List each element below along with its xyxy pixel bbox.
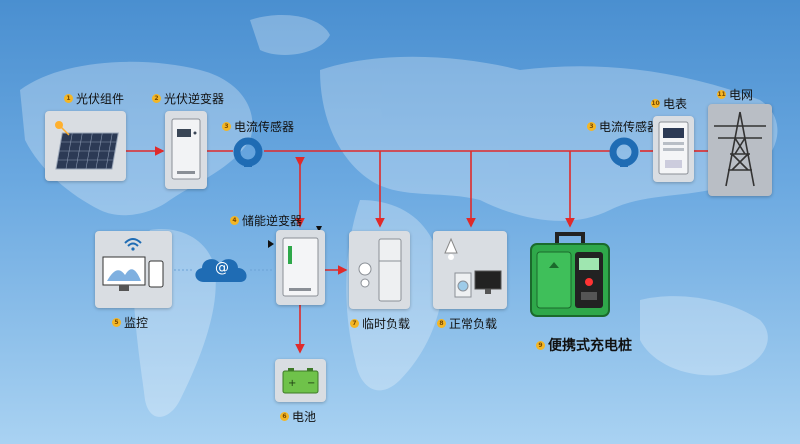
pv-module-card — [45, 111, 126, 181]
current-sensor-left-label: 电流传感器 — [234, 120, 295, 134]
pv-module-label: 光伏组件 — [76, 92, 125, 106]
monitoring-card — [95, 231, 172, 308]
charger-icon — [530, 232, 610, 317]
temp-load-badge: 7 — [350, 319, 359, 328]
power-grid-badge: 11 — [717, 90, 726, 99]
refrigerator-icon — [358, 238, 402, 302]
cloud-icon — [195, 259, 247, 282]
cloud-at-symbol: @ — [215, 260, 229, 276]
pv-inverter-card — [165, 111, 207, 189]
svg-text:−: − — [307, 378, 315, 389]
normal-load-card — [433, 231, 507, 309]
current-sensor-right-icon — [609, 137, 639, 167]
normal-load-badge: 8 — [437, 319, 446, 328]
meter-icon — [658, 121, 689, 175]
normal-load-label: 正常负载 — [449, 317, 498, 331]
pv-module-badge: 1 — [64, 94, 73, 103]
monitoring-label: 监控 — [124, 316, 149, 330]
electric-meter-card — [653, 116, 694, 182]
battery-card: + − — [275, 359, 326, 402]
portable-charger-label: 便携式充电桩 — [548, 338, 632, 354]
portable-charger-badge: 9 — [536, 340, 545, 350]
electric-meter-label: 电表 — [663, 97, 688, 111]
battery-icon: + − — [282, 368, 319, 394]
transmission-tower-icon — [714, 111, 766, 187]
svg-text:+: + — [288, 378, 296, 389]
current-sensor-right-badge: 3 — [587, 122, 596, 131]
temp-load-label: 临时负载 — [362, 317, 411, 331]
power-grid-card — [708, 104, 772, 196]
battery-label: 电池 — [292, 410, 317, 424]
storage-inverter-label: 储能逆变器 — [242, 214, 303, 228]
monitor-icon — [102, 238, 164, 291]
storage-inverter-icon — [282, 237, 319, 297]
pv-inverter-label: 光伏逆变器 — [164, 92, 225, 106]
electric-meter-badge: 10 — [651, 99, 660, 108]
pv-inverter-badge: 2 — [152, 94, 161, 103]
monitoring-badge: 5 — [112, 318, 121, 327]
battery-badge: 6 — [280, 412, 289, 421]
current-sensor-right-label: 电流传感器 — [599, 120, 660, 134]
household-appliances-icon — [444, 237, 502, 298]
current-sensor-left-badge: 3 — [222, 122, 231, 131]
storage-inverter-card — [276, 230, 325, 305]
power-grid-label: 电网 — [729, 88, 754, 102]
inverter-icon — [171, 118, 201, 180]
temp-load-card — [349, 231, 410, 309]
solar-panel-icon — [55, 121, 119, 170]
storage-inverter-badge: 4 — [230, 216, 239, 225]
current-sensor-icon — [233, 137, 263, 167]
